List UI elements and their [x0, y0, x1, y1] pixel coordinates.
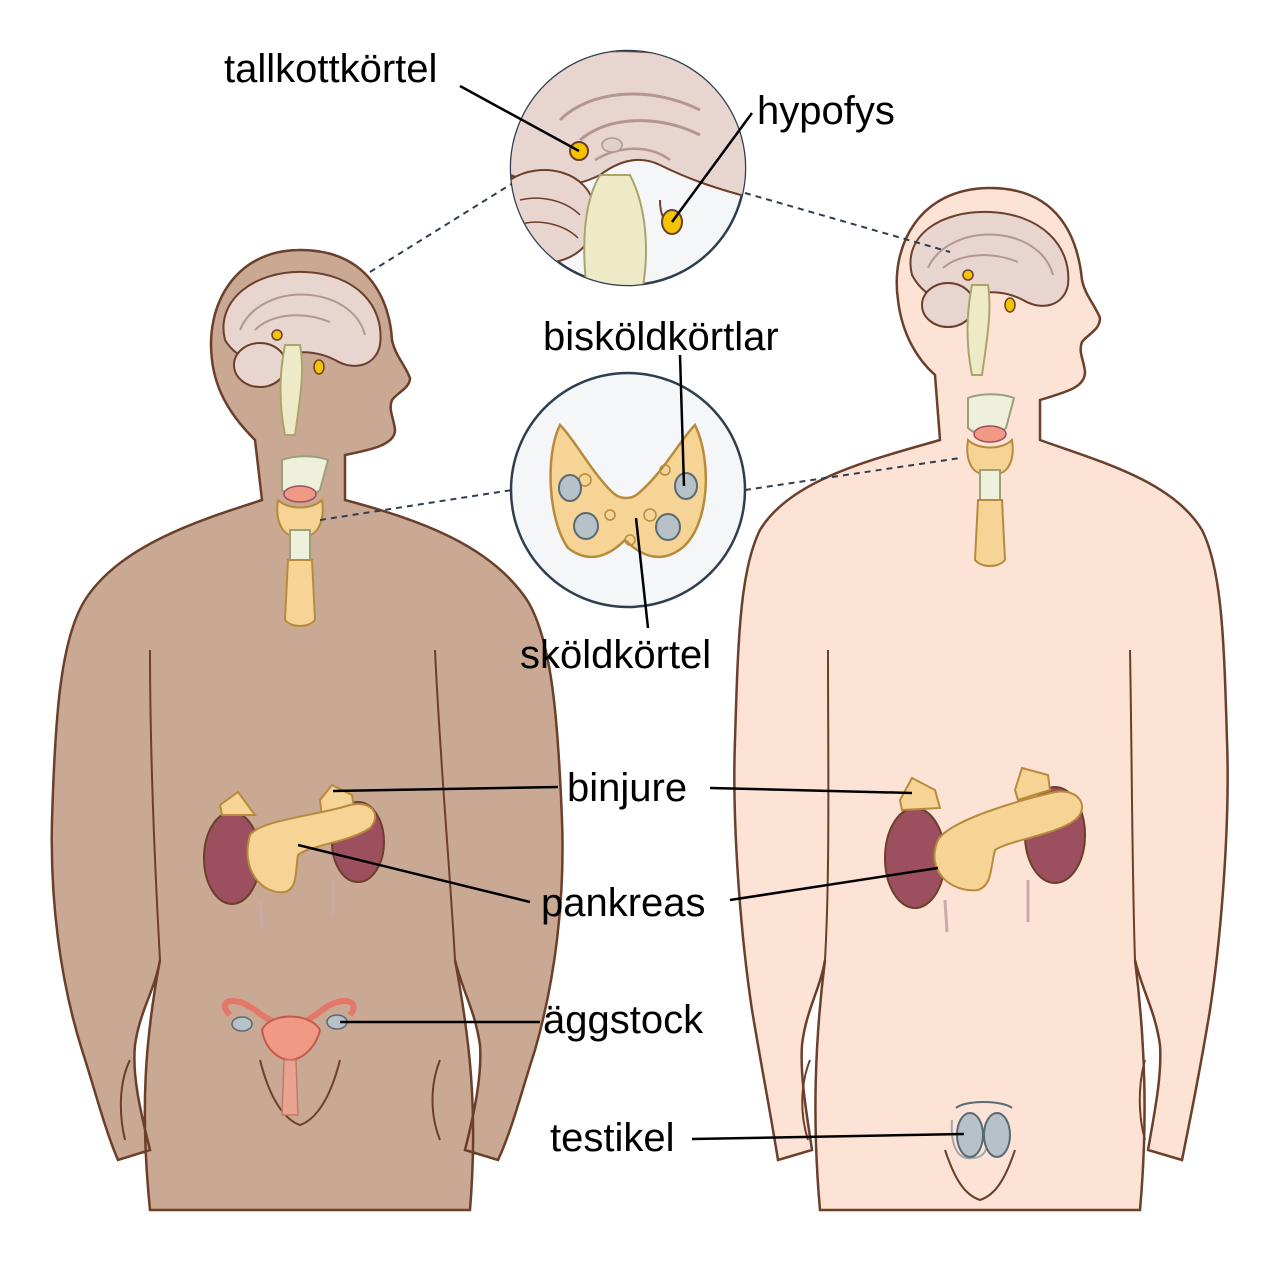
male-pituitary-dot [1004, 297, 1016, 313]
female-pineal-dot [271, 329, 283, 341]
label-pineal: tallkottkörtel [224, 47, 437, 91]
leader-parathyroid [678, 354, 686, 487]
male-right-adrenal [1013, 766, 1052, 802]
magnified-cerebellum [511, 169, 597, 264]
leader-pineal [459, 84, 580, 153]
male-left-adrenal [898, 776, 942, 812]
label-thyroid: sköldkörtel [520, 633, 711, 677]
male-right-testis [983, 1112, 1011, 1158]
thyroid-magnifier [509, 371, 747, 609]
label-pancreas: pankreas [541, 881, 706, 925]
leader-pituitary [670, 112, 754, 223]
connector-male-brain [744, 192, 951, 253]
female-uterus [260, 1015, 322, 1062]
female-pituitary-dot [313, 359, 325, 375]
leader-adrenal-male [709, 786, 913, 795]
male-right-arm-line [1129, 649, 1136, 961]
leader-adrenal-female [332, 785, 559, 793]
male-thymus [973, 499, 1007, 567]
male-thyroid-group [966, 393, 1016, 567]
male-pineal-dot [962, 269, 974, 281]
male-abdomen-organs [884, 766, 1086, 933]
male-brainstem [966, 284, 991, 376]
leader-pancreas-female [297, 843, 531, 904]
female-thymus [283, 559, 317, 627]
female-thyroid-group [276, 455, 330, 627]
parathyroid-lower-left [573, 512, 599, 540]
magnified-brainstem [583, 174, 647, 285]
male-left-arm-line [824, 649, 830, 961]
parathyroid-lower-right [655, 513, 681, 541]
male-cerebellum [921, 282, 975, 328]
brain-magnifier [509, 49, 747, 287]
male-reproductive [950, 1101, 1013, 1160]
female-brainstem [279, 344, 304, 436]
leader-pancreas-male [729, 866, 939, 902]
female-reproductive [221, 997, 357, 1116]
female-right-arm-line [434, 649, 456, 961]
connector-male-thyroid [744, 457, 961, 491]
connector-female-brain [369, 182, 514, 273]
male-right-hand-line [1138, 1059, 1146, 1141]
label-parathyroid: bisköldkörtlar [543, 315, 779, 359]
label-pituitary: hypofys [757, 89, 895, 133]
parathyroid-upper-left [558, 474, 582, 502]
female-figure [50, 248, 564, 1212]
male-pancreas [933, 790, 1084, 892]
male-left-hand-line [801, 1059, 811, 1141]
female-brain [222, 270, 382, 436]
male-crotch-line [944, 1149, 1016, 1202]
parathyroid-upper-right [674, 472, 698, 500]
female-left-hand-line [119, 1059, 131, 1141]
female-crotch-line [259, 1059, 341, 1127]
female-right-hand-line [431, 1059, 441, 1141]
male-figure [733, 186, 1229, 1212]
male-body-silhouette [733, 186, 1229, 1212]
female-abdomen-organs [203, 783, 385, 929]
male-brain [909, 210, 1070, 376]
leader-testis [691, 1132, 965, 1141]
label-ovary: äggstock [543, 998, 704, 1042]
leader-thyroid [634, 517, 650, 629]
female-body-silhouette [50, 248, 564, 1212]
label-adrenal: binjure [567, 766, 687, 810]
female-cerebellum [233, 342, 287, 388]
label-testis: testikel [550, 1116, 675, 1160]
female-left-arm-line [149, 649, 161, 961]
female-left-adrenal [218, 790, 257, 816]
female-left-ovary [231, 1016, 253, 1032]
